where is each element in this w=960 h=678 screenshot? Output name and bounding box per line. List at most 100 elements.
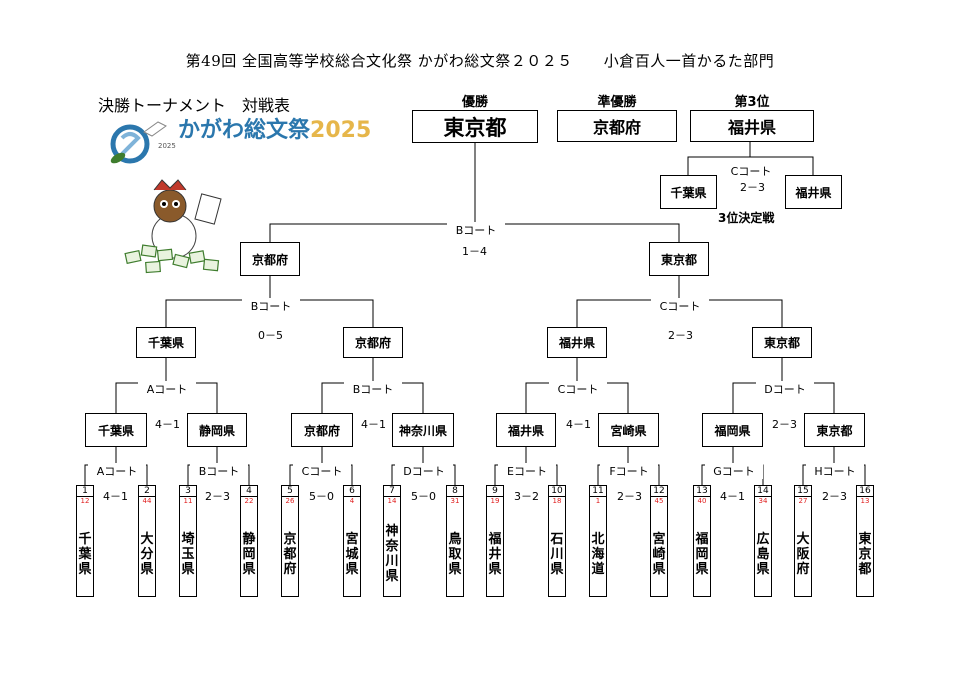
entry-number: 8 (447, 486, 463, 497)
entry-number: 12 (651, 486, 667, 497)
page-title: 第49回 全国高等学校総合文化祭 かがわ総文祭２０２５ 小倉百人一首かるた部門 (185, 52, 775, 70)
final-left: 京都府 (240, 242, 300, 276)
entry-name: 千 葉 県 (78, 532, 92, 577)
semi-1-left: 千葉県 (136, 327, 196, 358)
qf-2-court: Bコート (344, 381, 402, 397)
winner-name: 東京都 (443, 115, 507, 140)
entry-number: 1 (77, 486, 93, 497)
third-match-left-name: 千葉県 (670, 185, 707, 200)
qf-4-left-name: 福岡県 (714, 423, 751, 438)
r1-4-score: 5－0 (411, 490, 436, 503)
entry-name: 神 奈 川 県 (385, 524, 399, 584)
logo-icon-year: 2025 (158, 142, 176, 150)
entry-name: 宮 城 県 (345, 532, 359, 577)
r1-7-court: Gコート (705, 463, 763, 479)
qf-4-score: 2－3 (772, 418, 797, 431)
semi-1-court: Bコート (242, 298, 300, 314)
third-match-score: 2－3 (740, 181, 765, 194)
entry-seed: 13 (860, 497, 870, 505)
final-court: Bコート (447, 222, 505, 238)
runner-up-label: 準優勝 (597, 95, 637, 110)
third-label: 第3位 (734, 95, 770, 110)
semi-2-left-name: 福井県 (558, 336, 595, 350)
entry-number: 15 (795, 486, 811, 497)
entry-number: 10 (549, 486, 565, 497)
entry-name: 石 川 県 (550, 532, 564, 577)
entry-name: 鳥 取 県 (448, 532, 462, 577)
entry-seed: 14 (387, 497, 397, 505)
entry-seed: 11 (183, 497, 193, 505)
qf-4-right-name: 東京都 (816, 423, 853, 438)
third-box: 福井県 (690, 110, 814, 142)
qf-4-left: 福岡県 (702, 413, 763, 447)
entry-name: 東 京 都 (858, 532, 872, 577)
r1-5-court: Eコート (498, 463, 556, 479)
third-match-right-name: 福井県 (795, 185, 832, 200)
qf-3-right: 宮崎県 (598, 413, 659, 447)
r1-4-court: Dコート (395, 463, 453, 479)
qf-3-left-name: 福井県 (507, 423, 544, 438)
r1-8-score: 2－3 (822, 490, 847, 503)
winner-label: 優勝 (461, 95, 488, 110)
final-score: 1－4 (462, 245, 487, 258)
entry-seed: 34 (758, 497, 768, 505)
semi-2-left: 福井県 (547, 327, 607, 358)
entry-seed: 12 (80, 497, 90, 505)
entry-name: 宮 崎 県 (652, 532, 666, 577)
logo-icon: 2025 (110, 121, 176, 164)
mascot-illustration (124, 179, 222, 274)
entry-seed: 22 (244, 497, 254, 505)
entry-number: 3 (180, 486, 196, 497)
entry-seed: 26 (285, 497, 295, 505)
entry-number: 4 (241, 486, 257, 497)
r1-8-court: Hコート (806, 463, 864, 479)
r1-7-score: 4－1 (720, 490, 745, 503)
entry-number: 11 (590, 486, 606, 497)
entry-number: 5 (282, 486, 298, 497)
semi-1-right-name: 京都府 (354, 336, 391, 350)
entry-number: 6 (344, 486, 360, 497)
qf-2-right-name: 神奈川県 (398, 423, 447, 438)
qf-3-court: Cコート (549, 381, 607, 397)
entry-seed: 44 (142, 497, 152, 505)
qf-4-court: Dコート (756, 381, 814, 397)
r1-3-court: Cコート (293, 463, 351, 479)
entry-name: 広 島 県 (756, 532, 770, 577)
third-match-court: Cコート (722, 163, 780, 179)
r1-5-score: 3－2 (514, 490, 539, 503)
r1-6-score: 2－3 (617, 490, 642, 503)
r1-1-score: 4－1 (103, 490, 128, 503)
r1-2-score: 2－3 (205, 490, 230, 503)
final-left-name: 京都府 (251, 252, 288, 267)
semi-2-right: 東京都 (752, 327, 812, 358)
third-match-left: 千葉県 (660, 175, 717, 209)
semi-1-score: 0－5 (258, 329, 283, 342)
logo-text-main: かがわ総文祭 (178, 118, 311, 143)
entry-name: 福 井 県 (488, 532, 502, 577)
entry-number: 13 (694, 486, 710, 497)
qf-1-right-name: 静岡県 (198, 423, 235, 438)
entry-seed: 4 (349, 497, 355, 505)
qf-2-score: 4－1 (361, 418, 386, 431)
semi-1-left-name: 千葉県 (147, 336, 184, 350)
entry-seed: 31 (450, 497, 460, 505)
entry-seed: 1 (595, 497, 601, 505)
entry-name: 大 分 県 (140, 532, 154, 577)
qf-2-right: 神奈川県 (392, 413, 454, 447)
entry-seed: 18 (552, 497, 562, 505)
entry-seed: 45 (654, 497, 664, 505)
entry-name: 埼 玉 県 (181, 532, 195, 577)
entry-seed: 40 (697, 497, 707, 505)
r1-2-court: Bコート (190, 463, 248, 479)
